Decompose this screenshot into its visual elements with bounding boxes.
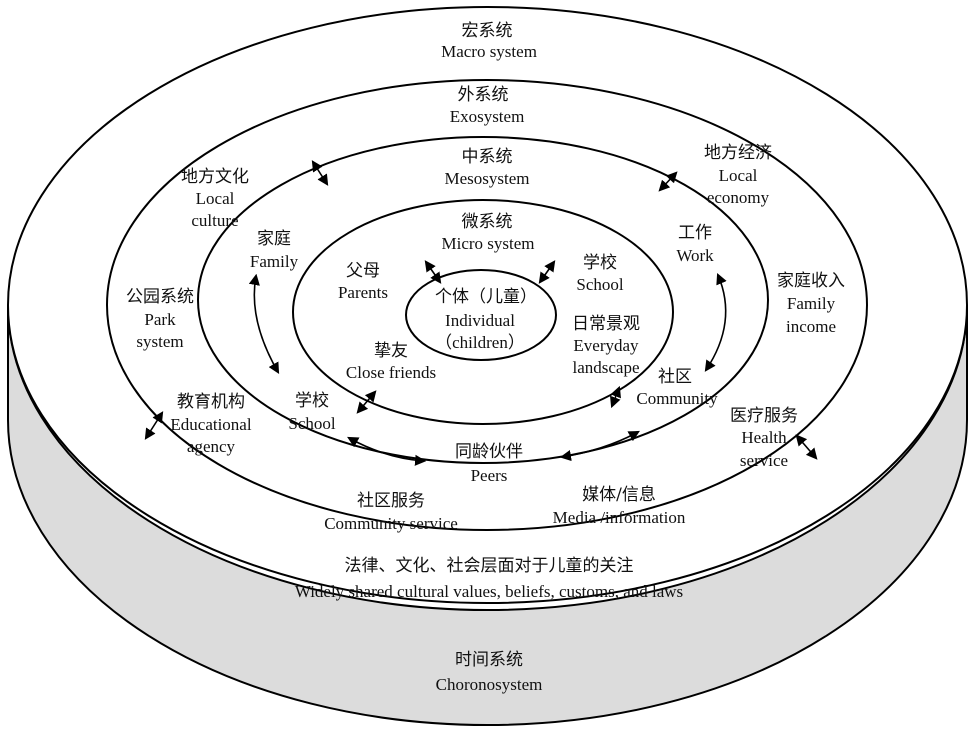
local-culture-en2-label: culture xyxy=(191,211,238,230)
arrow-individual-school xyxy=(538,260,556,284)
park-cn-label: 公园系统 xyxy=(126,287,194,307)
arrow-friends-school xyxy=(356,390,377,414)
parents-en-label: Parents xyxy=(338,283,388,302)
landscape-en2-label: landscape xyxy=(572,358,639,377)
arrow-local-economy xyxy=(658,171,678,192)
parents-cn-label: 父母 xyxy=(346,261,380,281)
local-economy-en2-label: economy xyxy=(707,188,770,207)
friends-en-label: Close friends xyxy=(346,363,436,382)
work-en-label: Work xyxy=(676,246,714,265)
individual-ring xyxy=(405,269,557,361)
education-en2-label: agency xyxy=(187,437,236,456)
arrow-work-community xyxy=(704,272,727,372)
friends-cn-label: 挚友 xyxy=(374,341,408,361)
local-culture-en-label: Local xyxy=(196,189,235,208)
local-economy-cn-label: 地方经济 xyxy=(704,143,772,163)
arrow-family-school xyxy=(248,273,280,374)
park-en2-label: system xyxy=(136,332,183,351)
cylinder-side xyxy=(7,304,968,726)
work-cn-label: 工作 xyxy=(678,223,712,243)
arrow-individual-parents xyxy=(424,260,442,284)
school-inner-cn-label: 学校 xyxy=(583,253,617,273)
exo-en-label: Exosystem xyxy=(450,107,525,126)
school-meso-en-label: School xyxy=(288,414,336,433)
education-en-label: Educational xyxy=(170,415,251,434)
individual-en2-label: （children） xyxy=(435,333,525,352)
macro-cn-label: 宏系统 xyxy=(462,21,513,41)
landscape-cn-label: 日常景观 xyxy=(572,314,640,334)
community-en-label: Community xyxy=(636,389,718,408)
local-culture-cn-label: 地方文化 xyxy=(181,167,249,187)
health-en-label: Health xyxy=(741,428,787,447)
community-service-en-label: Community service xyxy=(324,514,458,533)
micro-en-label: Micro system xyxy=(441,234,534,253)
school-inner-en-label: School xyxy=(576,275,624,294)
meso-cn-label: 中系统 xyxy=(462,147,513,167)
local-economy-en-label: Local xyxy=(719,166,758,185)
individual-en-label: Individual xyxy=(445,311,515,330)
community-cn-label: 社区 xyxy=(658,367,692,387)
landscape-en-label: Everyday xyxy=(573,336,639,355)
health-cn-label: 医疗服务 xyxy=(730,406,798,426)
media-cn-label: 媒体/信息 xyxy=(582,485,656,505)
arrow-school-peers xyxy=(347,436,427,466)
health-en2-label: service xyxy=(740,451,788,470)
family-cn-label: 家庭 xyxy=(257,229,291,249)
school-meso-cn-label: 学校 xyxy=(295,391,329,411)
chrono-en-label: Choronosystem xyxy=(436,675,543,694)
family-income-en2-label: income xyxy=(786,317,836,336)
arrow-local-culture xyxy=(311,160,329,186)
meso-en-label: Mesosystem xyxy=(445,169,530,188)
park-en-label: Park xyxy=(144,310,176,329)
exo-cn-label: 外系统 xyxy=(458,85,509,105)
arrow-landscape-community xyxy=(610,385,621,409)
family-income-cn-label: 家庭收入 xyxy=(777,271,845,291)
laws-cn-label: 法律、文化、社会层面对于儿童的关注 xyxy=(345,556,634,576)
media-en-label: Media /information xyxy=(553,508,686,527)
arrow-education xyxy=(144,411,164,440)
peers-en-label: Peers xyxy=(471,466,508,485)
family-en-label: Family xyxy=(250,252,299,271)
arrow-peers-community xyxy=(559,430,640,462)
micro-cn-label: 微系统 xyxy=(462,212,513,232)
family-income-en-label: Family xyxy=(787,294,836,313)
community-service-cn-label: 社区服务 xyxy=(357,491,425,511)
individual-cn-label: 个体（儿童） xyxy=(435,287,537,307)
macro-en-label: Macro system xyxy=(441,42,537,61)
laws-en-label: Widely shared cultural values, beliefs, … xyxy=(295,582,683,601)
peers-cn-label: 同龄伙伴 xyxy=(455,442,523,462)
chrono-cn-label: 时间系统 xyxy=(455,650,523,670)
arrow-health xyxy=(795,434,818,460)
education-cn-label: 教育机构 xyxy=(177,392,245,412)
